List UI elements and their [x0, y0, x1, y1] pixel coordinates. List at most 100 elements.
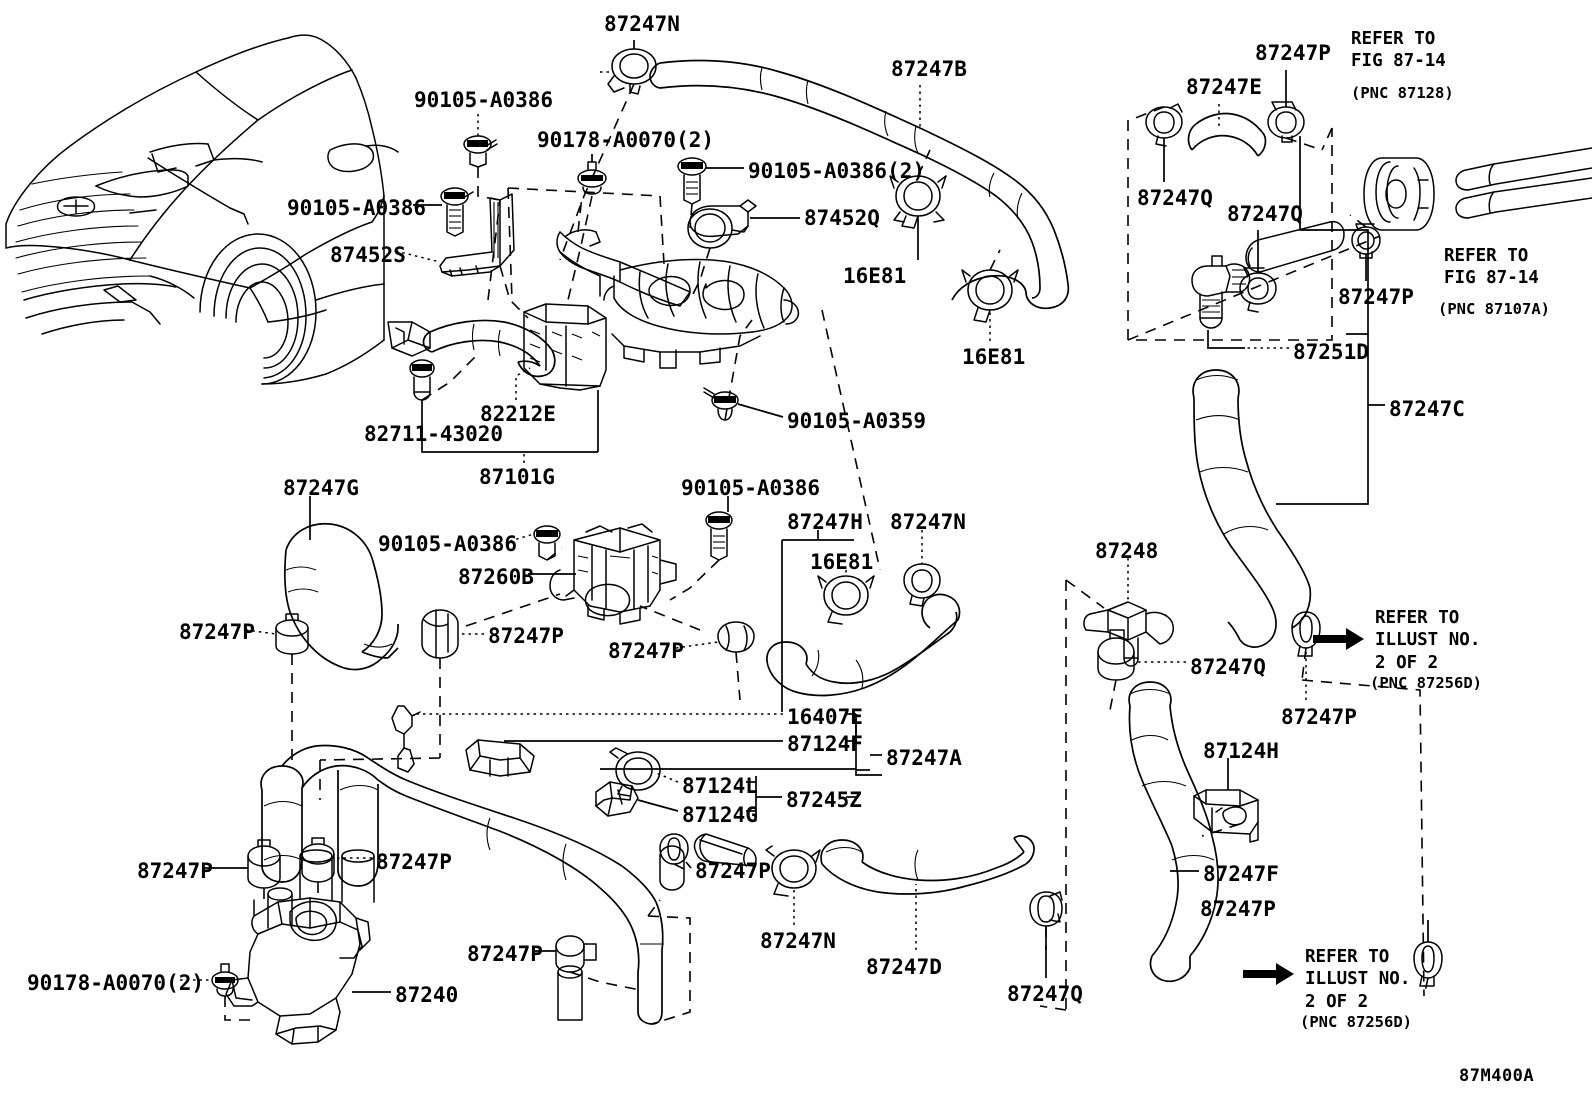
part-label-82212e: 82212E — [480, 402, 556, 426]
clamp-87247N-top — [607, 48, 657, 95]
hose-82212E — [422, 319, 556, 378]
bushing-87247P-v1 — [421, 609, 459, 659]
part-label-87247g: 87247G — [283, 476, 359, 500]
joint-87251D — [1191, 255, 1251, 329]
refer-note-pnc: (PNC 87128) — [1351, 84, 1454, 102]
part-label-87247p: 87247P — [1338, 285, 1414, 309]
clamp-87452Q — [687, 199, 757, 249]
part-label-87247p: 87247P — [488, 624, 564, 648]
part-label-87240: 87240 — [395, 983, 459, 1007]
bracket-87452S — [439, 135, 515, 277]
tube-upper-87107A — [1455, 147, 1592, 191]
hose-87247G — [283, 522, 399, 671]
pipe-stub-mid — [659, 845, 685, 891]
part-label-90105-a0386: 90105-A0386 — [414, 88, 554, 112]
part-label-90105-a0386: 90105-A0386 — [378, 532, 518, 556]
part-label-87247p: 87247P — [1281, 705, 1357, 729]
clip-87124F — [465, 739, 535, 777]
figure-code: 87M400A — [1459, 1066, 1535, 1086]
refer-note-pnc: (PNC 87107A) — [1438, 300, 1550, 318]
part-label-87247e: 87247E — [1186, 75, 1262, 99]
bolt-90105-A0359 — [703, 387, 739, 421]
part-label-87247b: 87247B — [891, 57, 967, 81]
pipe-87251D — [1245, 220, 1345, 273]
part-label-87247q: 87247Q — [1227, 202, 1303, 226]
refer-note: REFER TO ILLUST NO. 2 OF 2 — [1375, 608, 1481, 673]
part-label-87247p: 87247P — [608, 639, 684, 663]
part-label-87247q: 87247Q — [1137, 186, 1213, 210]
hose-87247F — [1128, 681, 1219, 983]
part-label-87247q: 87247Q — [1007, 982, 1083, 1006]
clamp-87124L — [609, 747, 661, 797]
part-label-87452q: 87452Q — [804, 206, 880, 230]
refer-note: REFER TO FIG 87-14 — [1444, 246, 1539, 289]
connector-82212E — [387, 321, 431, 357]
leader-lines — [180, 40, 1429, 993]
part-label-87247d: 87247D — [866, 955, 942, 979]
tube-lower-87107A — [1455, 177, 1592, 219]
part-label-16e81: 16E81 — [962, 345, 1026, 369]
part-label-87247n: 87247N — [760, 929, 836, 953]
clamp-87247Q-e1 — [1145, 103, 1183, 147]
part-label-87260b: 87260B — [458, 565, 534, 589]
part-label-87247f: 87247F — [1203, 862, 1279, 886]
pump-ports-87240 — [267, 849, 375, 929]
hose-87247D — [820, 835, 1035, 895]
refer-note-pnc: (PNC 87256D) — [1300, 1013, 1412, 1031]
part-label-87124h: 87124H — [1203, 739, 1279, 763]
part-label-90178-a0070-2-: 90178-A0070(2) — [27, 971, 205, 995]
sensor-16407E — [391, 705, 421, 773]
refer-note: REFER TO FIG 87-14 — [1351, 29, 1446, 72]
bushing-87247P-p1 — [247, 839, 281, 889]
clamp-87247P-e1 — [1267, 101, 1305, 143]
clamp-87247N-lower — [765, 845, 821, 897]
bushing-87247P-p3 — [555, 935, 597, 973]
arrow-refer-1 — [1313, 628, 1364, 650]
part-label-87247p: 87247P — [179, 620, 255, 644]
part-label-87452s: 87452S — [330, 243, 406, 267]
part-label-90105-a0386-2-: 90105-A0386(2) — [748, 159, 926, 183]
part-label-90105-a0386: 90105-A0386 — [681, 476, 821, 500]
part-label-87247h: 87247H — [787, 510, 863, 534]
part-label-87247p: 87247P — [1200, 897, 1276, 921]
hose-87247C — [1192, 369, 1312, 648]
part-label-87251d: 87251D — [1293, 340, 1369, 364]
arrow-refer-2 — [1243, 963, 1294, 985]
part-label-90105-a0359: 90105-A0359 — [787, 409, 927, 433]
hose-87247H — [766, 593, 961, 697]
part-label-87247p: 87247P — [1255, 41, 1331, 65]
part-label-87124f: 87124F — [787, 732, 863, 756]
pump-87240 — [225, 897, 371, 1045]
vehicle-illustration — [5, 34, 399, 385]
bushing-87247P-p2 — [301, 837, 335, 883]
part-label-87247p: 87247P — [376, 850, 452, 874]
part-label-90105-a0386: 90105-A0386 — [287, 196, 427, 220]
part-label-87124g: 87124G — [682, 803, 758, 827]
clamp-87124G — [595, 781, 639, 817]
part-label-87101g: 87101G — [479, 465, 555, 489]
clamp-16E81-upper — [889, 175, 947, 229]
part-label-16407e: 16407E — [787, 705, 863, 729]
part-label-16e81: 16E81 — [810, 550, 874, 574]
part-label-87247p: 87247P — [137, 859, 213, 883]
part-label-87245z: 87245Z — [786, 788, 862, 812]
part-label-87247n: 87247N — [890, 510, 966, 534]
hose-87247A — [260, 744, 664, 1025]
valve-87260B — [549, 523, 677, 625]
part-label-87247n: 87247N — [604, 12, 680, 36]
refer-note-pnc: (PNC 87256D) — [1370, 674, 1482, 692]
bushing-87247P-v2 — [717, 621, 755, 653]
hose-87247E — [1187, 112, 1267, 157]
part-label-90178-a0070-2-: 90178-A0070(2) — [537, 128, 715, 152]
heater-unit-87101G — [523, 229, 800, 391]
clamp-87247N-h — [903, 563, 941, 607]
part-label-16e81: 16E81 — [843, 264, 907, 288]
clamp-16E81-mid — [961, 269, 1019, 323]
part-label-87247a: 87247A — [886, 746, 962, 770]
part-label-87247q: 87247Q — [1190, 655, 1266, 679]
grommet-87128 — [1363, 157, 1435, 231]
group-frames — [319, 120, 1425, 1025]
pipe-connector-mid — [693, 833, 757, 867]
